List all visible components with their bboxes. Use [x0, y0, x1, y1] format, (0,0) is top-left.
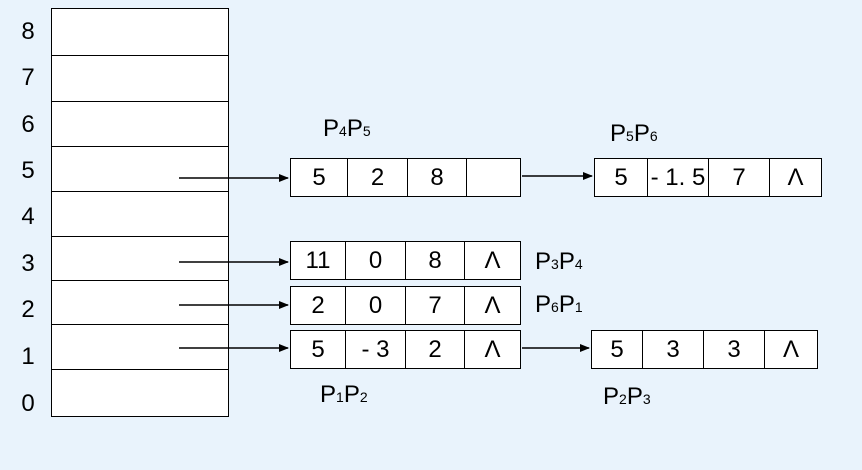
node-cell: 8: [408, 159, 467, 196]
node-cell: - 3: [346, 331, 406, 368]
head-table: [51, 8, 229, 417]
label-sub: 6: [551, 299, 559, 315]
label-letter: P: [535, 291, 552, 318]
label-p4p5: P4P5: [323, 117, 371, 143]
label-p6p1: P6P1: [535, 293, 583, 319]
node-cell: Λ: [484, 335, 501, 363]
table-divider: [52, 191, 228, 192]
label-p1p2: P1P2: [320, 383, 368, 409]
node-cell: 5: [291, 331, 346, 368]
edge-node-p2p3: 5 3 3 Λ: [591, 330, 818, 369]
table-divider: [52, 324, 228, 325]
table-divider: [52, 280, 228, 281]
row-label-7: 7: [21, 64, 35, 91]
node-cell: 2: [348, 159, 408, 196]
row-label-8: 8: [21, 18, 35, 45]
label-p2p3: P2P3: [603, 385, 651, 411]
label-sub: 1: [336, 389, 344, 405]
table-divider: [52, 236, 228, 237]
label-letter: P: [320, 381, 337, 408]
label-sub: 2: [359, 389, 368, 405]
label-letter: P: [346, 115, 363, 142]
node-cell: 5: [595, 159, 648, 196]
node-cell: 2: [406, 331, 465, 368]
row-label-2: 2: [21, 296, 35, 323]
label-letter: P: [603, 383, 620, 410]
node-cell: Λ: [787, 163, 804, 191]
label-letter: P: [535, 248, 552, 275]
table-divider: [52, 55, 228, 56]
label-letter: P: [343, 381, 360, 408]
label-sub: 5: [362, 123, 371, 139]
table-divider: [52, 146, 228, 147]
node-cell: [467, 159, 520, 196]
node-cell: 11: [291, 242, 346, 279]
table-divider: [52, 369, 228, 370]
edge-node-p6p1: 2 0 7 Λ: [290, 286, 521, 325]
node-cell: 0: [346, 242, 406, 279]
row-label-0: 0: [21, 390, 35, 417]
node-cell: - 1. 5: [648, 159, 709, 196]
row-label-4: 4: [21, 203, 35, 230]
label-letter: P: [558, 248, 575, 275]
label-letter: P: [626, 383, 643, 410]
node-cell: Λ: [782, 335, 800, 363]
row-label-6: 6: [21, 111, 35, 138]
node-cell: Λ: [484, 246, 501, 274]
edge-node-p1p2: 5 - 3 2 Λ: [290, 330, 521, 369]
node-cell: 7: [406, 287, 465, 324]
row-label-1: 1: [21, 343, 35, 370]
edge-node-p5p6: 5 - 1. 5 7 Λ: [594, 158, 822, 197]
label-sub: 2: [619, 391, 627, 407]
label-sub: 1: [574, 299, 583, 315]
label-sub: 6: [649, 128, 658, 144]
node-cell: 7: [709, 159, 770, 196]
node-cell: 8: [406, 242, 465, 279]
label-sub: 3: [551, 256, 559, 272]
node-cell: 5: [291, 159, 348, 196]
label-p3p4: P3P4: [535, 250, 583, 276]
label-sub: 4: [339, 123, 347, 139]
label-letter: P: [633, 120, 650, 147]
node-cell: 5: [592, 331, 643, 368]
node-cell: Λ: [484, 291, 501, 319]
node-cell: 0: [346, 287, 406, 324]
node-cell: 2: [291, 287, 346, 324]
node-cell: 3: [643, 331, 704, 368]
table-divider: [52, 101, 228, 102]
label-letter: P: [558, 291, 575, 318]
label-sub: 3: [642, 391, 651, 407]
label-letter: P: [610, 120, 627, 147]
label-p5p6: P5P6: [610, 122, 658, 148]
label-sub: 5: [626, 128, 634, 144]
node-cell: 3: [704, 331, 765, 368]
row-label-5: 5: [21, 157, 35, 184]
label-sub: 4: [574, 256, 583, 272]
row-label-3: 3: [21, 250, 35, 277]
label-letter: P: [323, 115, 340, 142]
edge-node-p4p5: 5 2 8: [290, 158, 521, 197]
edge-node-p3p4: 11 0 8 Λ: [290, 241, 521, 280]
